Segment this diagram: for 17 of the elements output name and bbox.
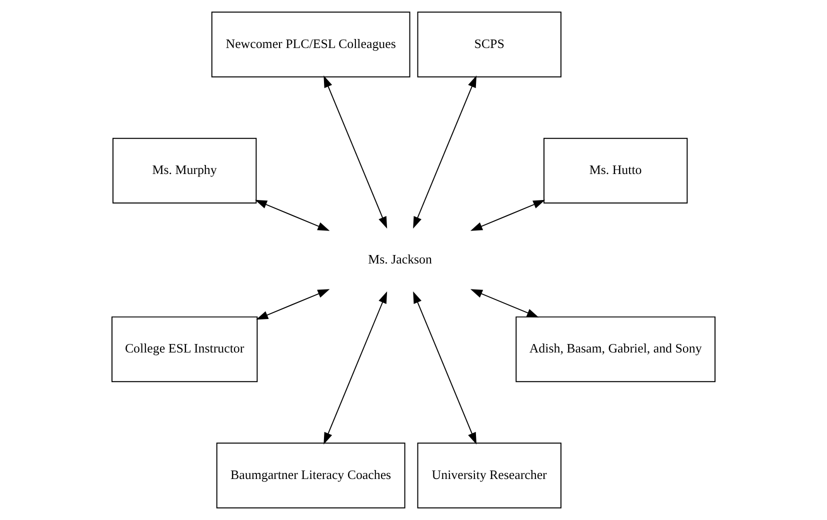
node-box: SCPS — [417, 12, 562, 78]
node-box: Ms. Hutto — [543, 138, 688, 204]
node-box: Ms. Murphy — [112, 138, 257, 204]
arrow — [255, 200, 330, 231]
node-box: Baumgartner Literacy Coaches — [216, 442, 406, 508]
node-box: Adish, Basam, Gabriel, and Sony — [516, 316, 716, 382]
arrow — [256, 289, 330, 320]
node-box: College ESL Instructor — [111, 316, 258, 382]
arrow — [470, 289, 539, 318]
arrow — [324, 291, 388, 445]
node-box: University Researcher — [417, 442, 562, 508]
arrow — [324, 75, 388, 229]
arrow — [413, 291, 477, 445]
node-text: Ms. Jackson — [368, 251, 432, 266]
arrow — [470, 200, 546, 231]
node-box: Newcomer PLC/ESL Colleagues — [211, 12, 410, 78]
arrow — [413, 75, 477, 229]
